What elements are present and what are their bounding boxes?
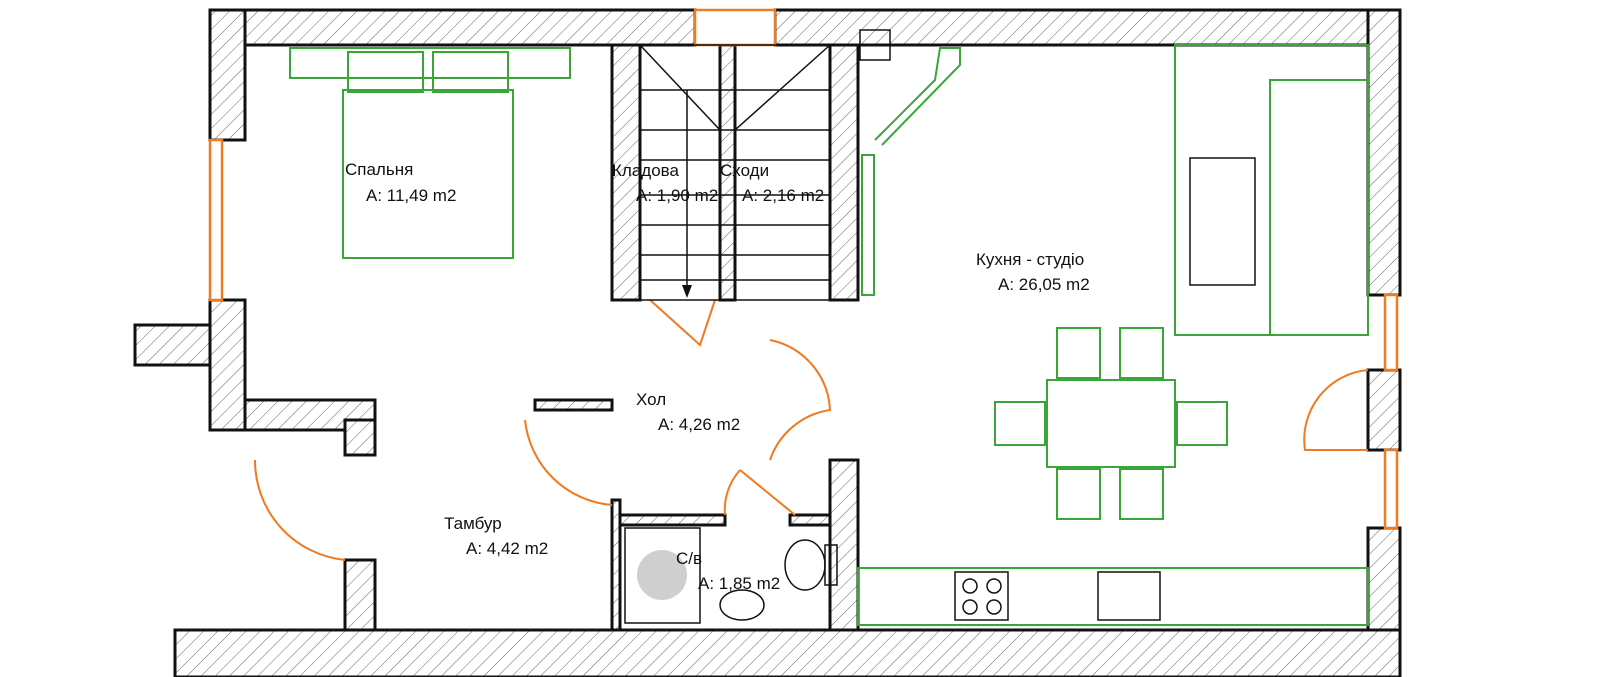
kitchen-name: Кухня - студіо xyxy=(976,250,1084,269)
vestibule-area: A: 4,42 m2 xyxy=(466,539,548,558)
doors xyxy=(253,299,1369,561)
bedroom-name: Спальня xyxy=(345,160,413,179)
windows xyxy=(208,8,1399,530)
hall-name: Хол xyxy=(636,390,666,409)
toilet xyxy=(784,539,826,591)
storage-area: A: 1,90 m2 xyxy=(636,186,718,205)
stairs-area: A: 2,16 m2 xyxy=(742,186,824,205)
storage-name: Кладова xyxy=(612,161,679,180)
kitchen-area: A: 26,05 m2 xyxy=(998,275,1090,294)
kitchen-counter xyxy=(857,567,1369,626)
bedroom-area: A: 11,49 m2 xyxy=(366,186,456,205)
coffee-table xyxy=(1189,157,1256,286)
headboard xyxy=(289,47,571,79)
walls xyxy=(133,8,1402,677)
dining-table xyxy=(1046,379,1176,468)
sink xyxy=(719,589,765,621)
furniture xyxy=(289,29,1369,626)
bathroom-area: A: 1,85 m2 xyxy=(698,574,780,593)
oven xyxy=(1097,571,1161,621)
stairs-name: Сходи xyxy=(720,161,769,180)
hall-area: A: 4,26 m2 xyxy=(658,415,740,434)
room-labels: Спальня A: 11,49 m2 Кладова A: 1,90 m2 С… xyxy=(345,160,1090,593)
vestibule-name: Тамбур xyxy=(444,514,502,533)
stair-arrow-icon xyxy=(682,285,692,298)
bathroom-name: С/в xyxy=(676,549,702,568)
shower xyxy=(624,527,701,624)
bed xyxy=(342,89,514,259)
sofa xyxy=(1174,44,1369,336)
stairs xyxy=(639,44,831,301)
stove xyxy=(954,571,1009,621)
